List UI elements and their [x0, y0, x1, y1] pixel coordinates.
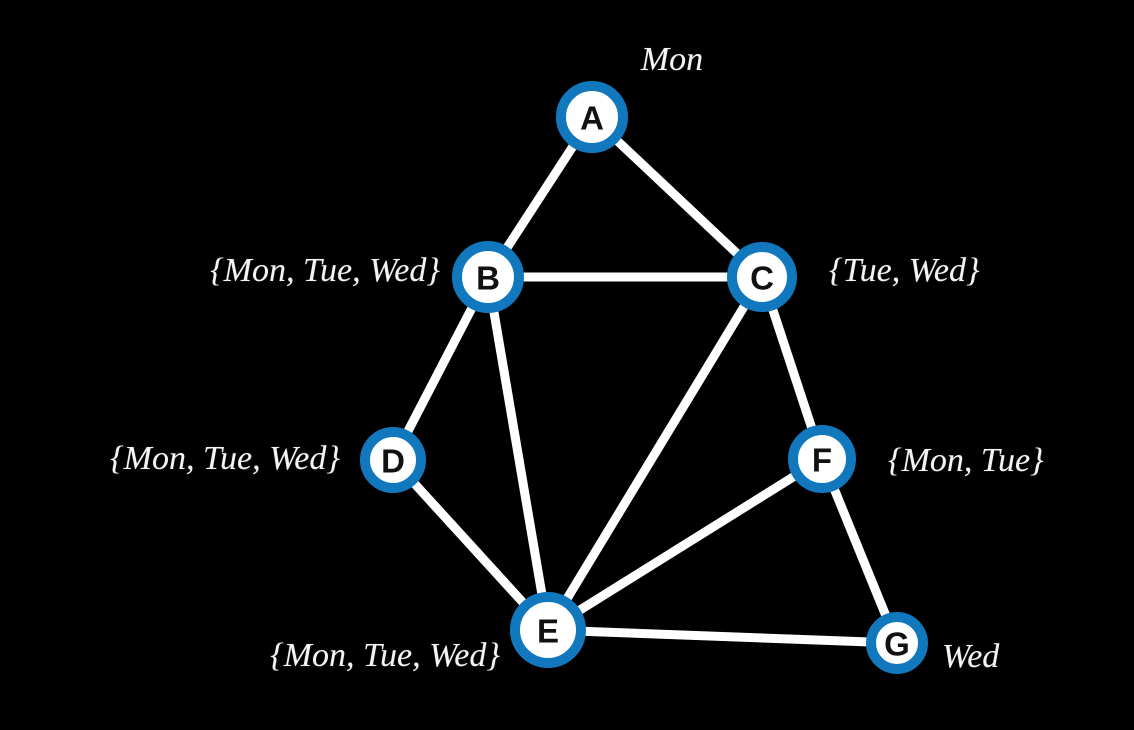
node-letter-f: F [812, 442, 832, 479]
domain-label-e: {Mon, Tue, Wed} [270, 637, 500, 674]
node-circle-d [360, 427, 426, 493]
node-circle-f [788, 425, 856, 493]
graph-node-e[interactable]: E [510, 592, 586, 668]
domain-label-a: Mon [640, 41, 704, 78]
node-layer: A B C D E F G [360, 81, 928, 674]
domain-label-d: {Mon, Tue, Wed} [110, 440, 340, 477]
domain-label-b: {Mon, Tue, Wed} [210, 252, 440, 289]
graph-node-a[interactable]: A [556, 81, 628, 153]
graph-edge-b-e [483, 272, 553, 635]
graph-node-g[interactable]: G [866, 612, 928, 674]
node-circle-a [556, 81, 628, 153]
node-circle-g [866, 612, 928, 674]
graph-edge-a-c [587, 112, 767, 282]
graph-edge-d-e [388, 455, 553, 635]
domain-label-g: Wed [942, 638, 1000, 675]
node-circle-b [452, 241, 524, 313]
edge-layer [388, 112, 902, 648]
node-letter-b: B [476, 260, 500, 297]
graph-node-b[interactable]: B [452, 241, 524, 313]
node-circle-c [727, 242, 797, 312]
node-letter-c: C [750, 260, 774, 297]
graph-node-f[interactable]: F [788, 425, 856, 493]
domain-label-f: {Mon, Tue} [888, 442, 1044, 479]
domain-label-c: {Tue, Wed} [829, 252, 980, 289]
graph-node-d[interactable]: D [360, 427, 426, 493]
node-circle-e [510, 592, 586, 668]
node-letter-g: G [884, 626, 910, 663]
graph-edge-e-f [543, 454, 827, 635]
graph-edge-e-g [543, 625, 902, 648]
node-letter-e: E [537, 613, 559, 650]
node-letter-a: A [580, 100, 604, 137]
graph-node-c[interactable]: C [727, 242, 797, 312]
node-letter-d: D [381, 443, 405, 480]
graph-edge-c-e [543, 272, 767, 635]
